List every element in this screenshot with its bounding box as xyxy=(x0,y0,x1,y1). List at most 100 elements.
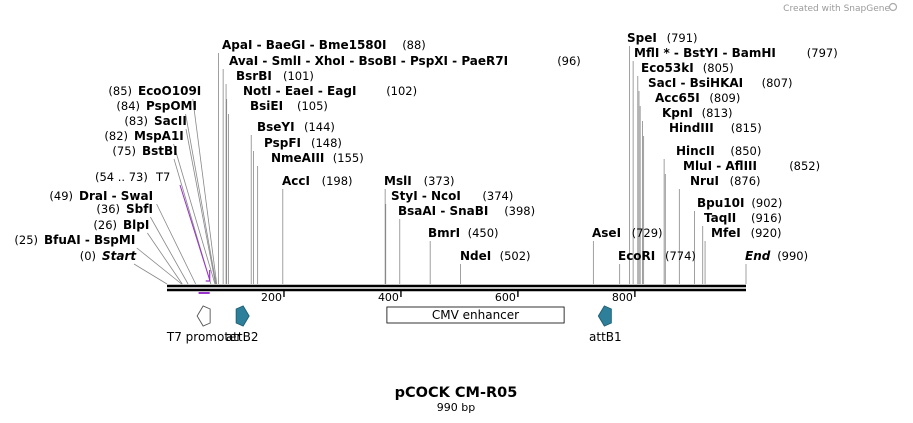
enzyme-name: HincII xyxy=(676,144,715,158)
enzyme-name: Acc65I xyxy=(655,91,700,105)
site-label: BsaAI - SnaBI xyxy=(398,204,488,218)
cmv-enhancer-box xyxy=(386,306,565,324)
site-label: BlpI xyxy=(123,218,149,232)
enzyme-name: MflI * - BstYI - BamHI xyxy=(634,46,776,60)
site-label: Start xyxy=(102,249,137,263)
enzyme-name: HindIII xyxy=(669,121,714,135)
site-label: EcoRI xyxy=(618,249,655,263)
feature-label: attB2 xyxy=(226,330,259,344)
enzyme-name: SpeI xyxy=(627,31,657,45)
site-leader xyxy=(185,128,216,285)
site-label: PspFI xyxy=(264,136,301,150)
enzyme-name: TaqII xyxy=(704,211,736,225)
enzyme-name: SacI - BsiHKAI xyxy=(648,76,743,90)
enzyme-name: MfeI xyxy=(711,226,741,240)
feature-arrow-icon xyxy=(597,305,612,327)
site-position: (729) xyxy=(632,226,663,240)
site-leader xyxy=(147,232,183,285)
enzyme-name: Bpu10I xyxy=(697,196,744,210)
site-label: AseI xyxy=(592,226,621,240)
site-position: (25) xyxy=(14,233,38,247)
site-label: BseYI xyxy=(257,120,295,134)
tick-label: 800 xyxy=(612,291,633,304)
site-position: (902) xyxy=(751,196,782,210)
site-position: (374) xyxy=(482,189,513,203)
primer-leader xyxy=(179,184,211,281)
enzyme-name: BsaAI - SnaBI xyxy=(398,204,488,218)
site-position: (198) xyxy=(322,174,353,188)
enzyme-name: MslI xyxy=(384,174,412,188)
enzyme-name: EcoRI xyxy=(618,249,655,263)
site-position: (850) xyxy=(730,144,761,158)
site-position: (813) xyxy=(702,106,733,120)
enzyme-name: BlpI xyxy=(123,218,149,232)
site-position: (852) xyxy=(789,159,820,173)
primer-arrow xyxy=(205,270,211,282)
site-position: (83) xyxy=(124,114,148,128)
site-position: (815) xyxy=(731,121,762,135)
enzyme-name: End xyxy=(745,249,771,263)
site-label: Acc65I xyxy=(655,91,700,105)
site-leader xyxy=(150,216,189,285)
enzyme-name: NotI - EaeI - EagI xyxy=(243,84,356,98)
site-position: (85) xyxy=(108,84,132,98)
site-leader xyxy=(185,113,217,285)
enzyme-name: DraI - SwaI xyxy=(79,189,153,203)
enzyme-name: KpnI xyxy=(662,106,693,120)
site-label: AccI xyxy=(282,174,310,188)
site-position: (797) xyxy=(807,46,838,60)
site-position: (96) xyxy=(557,54,581,68)
site-label: NruI xyxy=(690,174,719,188)
site-label: StyI - NcoI xyxy=(391,189,461,203)
snapgene-logo-icon xyxy=(888,2,898,12)
site-position: (26) xyxy=(93,218,117,232)
site-label: BfuAI - BspMI xyxy=(44,233,135,247)
site-position: (990) xyxy=(777,249,808,263)
plasmid-name: pCOCK CM-R05 xyxy=(395,385,518,401)
enzyme-name: BfuAI - BspMI xyxy=(44,233,135,247)
enzyme-name: SacII xyxy=(154,114,187,128)
site-leader xyxy=(136,247,182,285)
enzyme-name: AccI xyxy=(282,174,310,188)
primer-range: (54 .. 73) xyxy=(95,170,148,184)
site-label: EcoO109I xyxy=(138,84,201,98)
tick-label: 400 xyxy=(378,291,399,304)
site-label: TaqII xyxy=(704,211,736,225)
site-label: Eco53kI xyxy=(641,61,694,75)
site-label: MfeI xyxy=(711,226,741,240)
site-position: (0) xyxy=(80,249,96,263)
site-label: SpeI xyxy=(627,31,657,45)
site-label: MslI xyxy=(384,174,412,188)
site-position: (155) xyxy=(333,151,364,165)
enzyme-name: BsrBI xyxy=(236,69,272,83)
site-label: DraI - SwaI xyxy=(79,189,153,203)
site-position: (144) xyxy=(304,120,335,134)
enzyme-name: BseYI xyxy=(257,120,295,134)
site-label: SacII xyxy=(154,114,187,128)
enzyme-name: Start xyxy=(102,249,137,263)
enzyme-name: BmrI xyxy=(428,226,460,240)
site-position: (450) xyxy=(468,226,499,240)
site-position: (916) xyxy=(751,211,782,225)
site-position: (876) xyxy=(730,174,761,188)
t7-primer: (54 .. 73) T7 xyxy=(95,170,211,294)
site-position: (105) xyxy=(297,99,328,113)
enzyme-name: NdeI xyxy=(460,249,491,263)
enzyme-name: StyI - NcoI xyxy=(391,189,461,203)
site-label: BsrBI xyxy=(236,69,272,83)
enzyme-name: AseI xyxy=(592,226,621,240)
feature-label: T7 promoter xyxy=(166,330,242,344)
site-label: SacI - BsiHKAI xyxy=(648,76,743,90)
site-position: (148) xyxy=(311,136,342,150)
site-label: KpnI xyxy=(662,106,693,120)
enzyme-name: NmeAIII xyxy=(271,151,324,165)
site-position: (398) xyxy=(504,204,535,218)
plasmid-size: 990 bp xyxy=(437,401,475,414)
site-label: HindIII xyxy=(669,121,714,135)
site-position: (82) xyxy=(104,129,128,143)
backbone xyxy=(167,284,746,292)
enzyme-name: Eco53kI xyxy=(641,61,694,75)
primer-label: T7 xyxy=(155,170,170,184)
site-position: (807) xyxy=(762,76,793,90)
